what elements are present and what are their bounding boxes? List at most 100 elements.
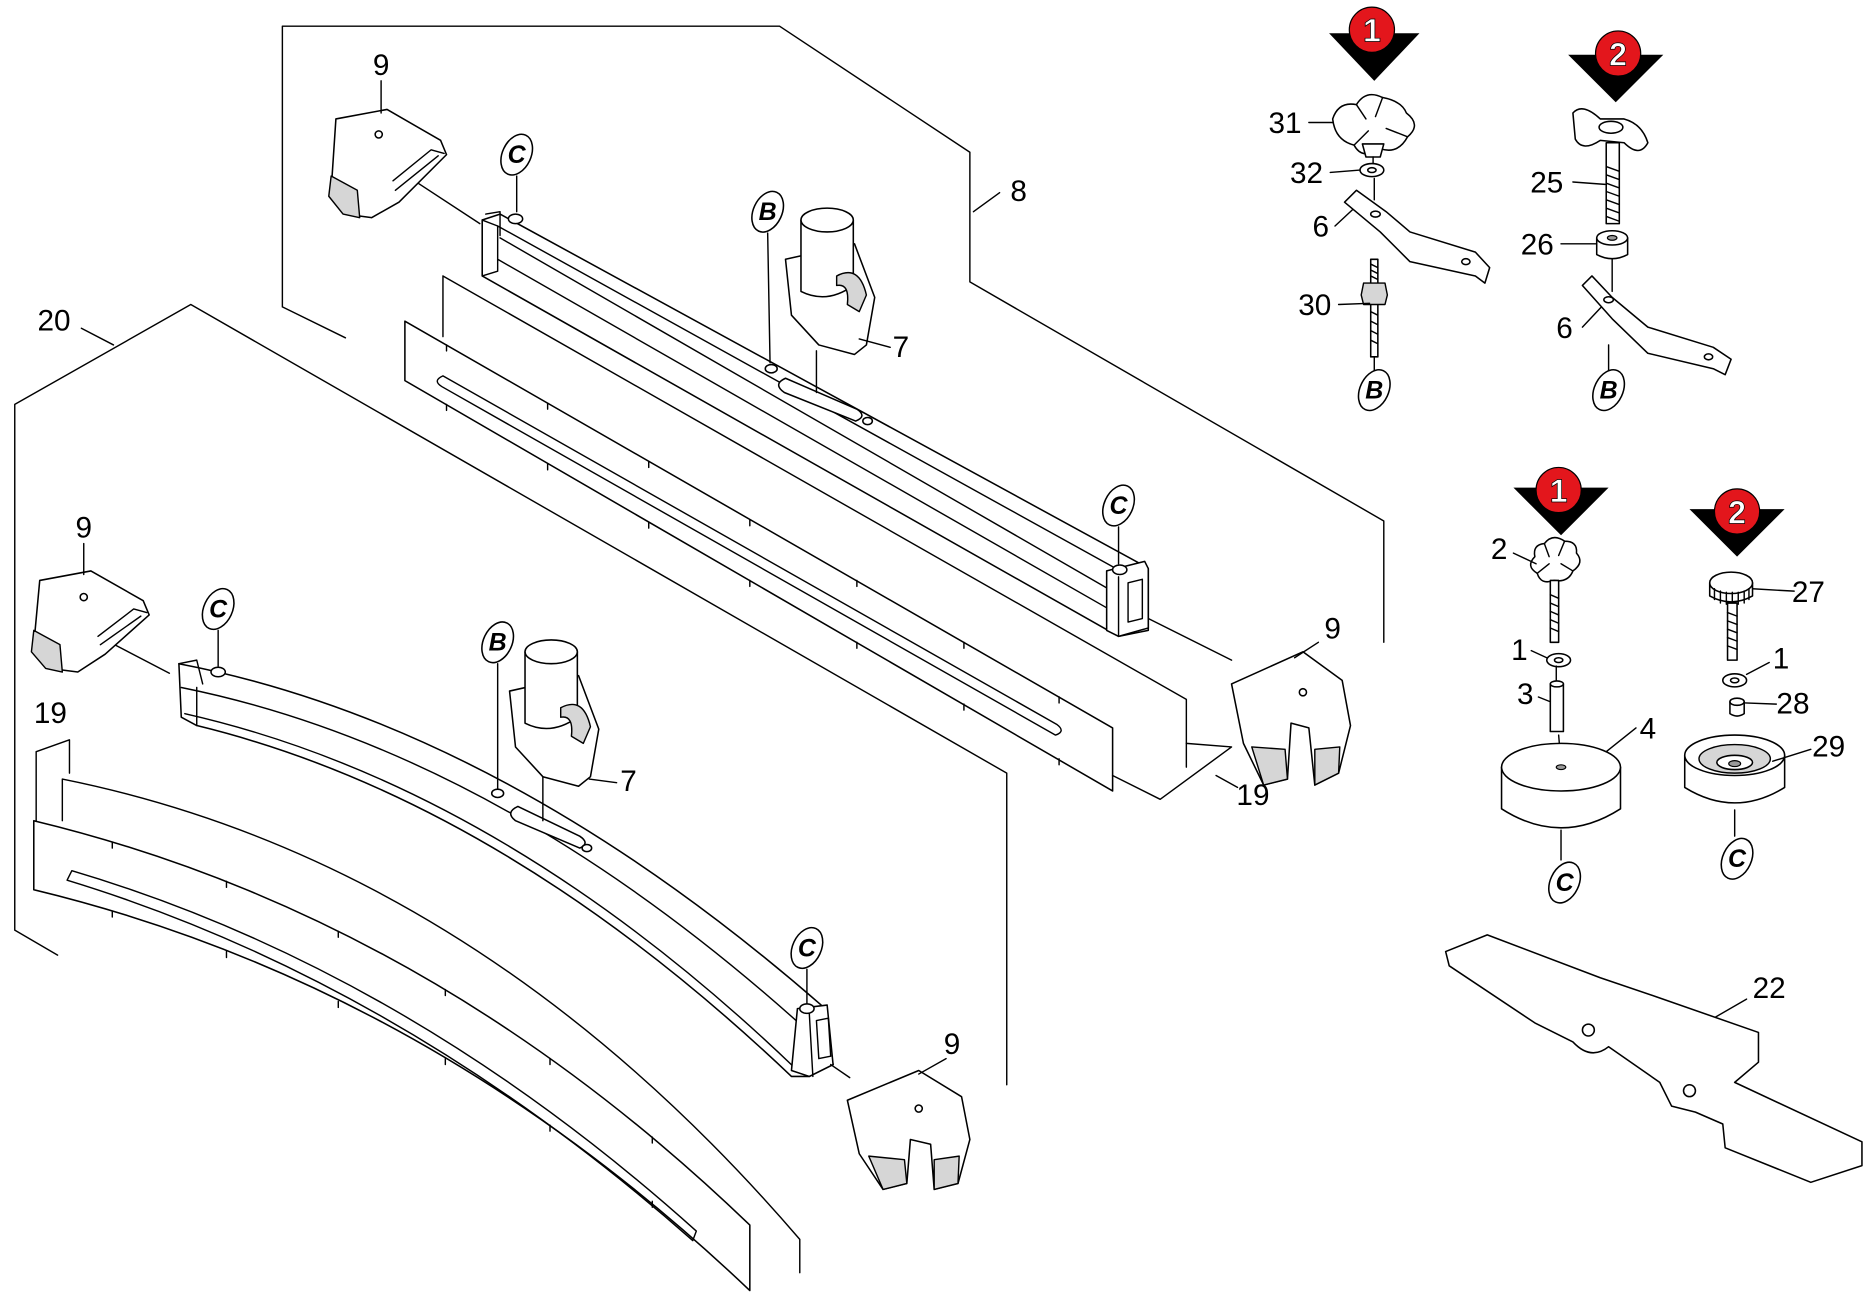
upper-strip-flat-piece xyxy=(1111,742,1239,801)
frame-8-leader xyxy=(972,191,1001,213)
upper-end-cap-left-opening xyxy=(392,149,445,192)
star-knob-stem xyxy=(1361,143,1385,158)
lower-end-cap-left-label: 9 xyxy=(75,512,92,545)
lower-end-cap-right-hole xyxy=(914,1104,924,1113)
knob-27-top xyxy=(1708,571,1754,595)
bracket-6-b-label: 6 xyxy=(1556,312,1573,345)
option-1-badge-number: 1 xyxy=(1363,13,1381,49)
knob-2-label: 2 xyxy=(1491,533,1508,566)
lower-frame-label: 20 xyxy=(37,305,70,338)
lower-callout-b-text: B xyxy=(489,629,507,657)
option-2-leaders xyxy=(1560,181,1610,372)
foot-option-2-badge xyxy=(1713,488,1761,535)
foot-option-1-badge xyxy=(1535,466,1582,514)
upper-callout-b-text: B xyxy=(759,198,777,226)
washer-1-hole xyxy=(1553,656,1564,664)
foot-29-hole xyxy=(1728,760,1742,768)
lower-clamp-hook xyxy=(559,703,592,745)
knob-2 xyxy=(1529,536,1581,583)
upper-callout-c-right: C xyxy=(1101,484,1136,527)
option-2-callout-b: B xyxy=(1592,369,1626,412)
knob-27-knurl xyxy=(1713,588,1750,605)
upper-rail-channel xyxy=(481,219,1126,614)
upper-strip-back-panel xyxy=(442,275,1188,768)
upper-assembly: C B C 9 8 7 9 19 xyxy=(281,25,1385,812)
upper-callout-c-right-text: C xyxy=(1110,492,1129,520)
foot-option-1-callout-c: C xyxy=(1548,861,1582,904)
knob-2-ridges xyxy=(1536,540,1574,575)
insert-28-label: 28 xyxy=(1776,688,1809,721)
upper-callout-b: B xyxy=(751,190,785,233)
lower-strip-marker xyxy=(35,739,71,822)
lower-callout-c-right: C xyxy=(790,926,824,970)
plate-22 xyxy=(1444,934,1863,1184)
foot-4-label: 4 xyxy=(1640,713,1657,746)
lower-strip-front-panel xyxy=(33,819,751,1292)
upper-cap-right-connector xyxy=(1147,617,1233,661)
upper-rail-start-box xyxy=(481,211,501,277)
washer-32-hole xyxy=(1366,166,1377,174)
upper-end-cap-left-label: 9 xyxy=(373,49,390,82)
option-1-leaders xyxy=(1308,121,1375,372)
lower-callout-c-left-text: C xyxy=(209,595,228,623)
stud-30-nut xyxy=(1360,282,1389,306)
bracket-6 xyxy=(1343,189,1491,284)
lower-clamp-leader xyxy=(588,778,618,784)
lower-rail-hole-slot-end xyxy=(581,843,593,853)
lower-assembly: C B C 20 9 19 7 9 xyxy=(14,303,1008,1292)
washer-1-b-label: 1 xyxy=(1773,642,1790,675)
lower-callout-b: B xyxy=(481,621,515,664)
option-1-callout-b: B xyxy=(1357,369,1391,412)
upper-clamp-label: 7 xyxy=(893,331,910,364)
frame-8-bracket xyxy=(281,25,1385,644)
pin-3-label: 3 xyxy=(1517,678,1534,711)
bracket-6-b-end-hole xyxy=(1703,353,1714,361)
lower-clamp-cylinder-top xyxy=(524,639,579,665)
option-2-callout-b-text: B xyxy=(1600,376,1618,404)
knob-2-threads xyxy=(1549,594,1560,633)
bracket-6-b xyxy=(1581,275,1732,376)
bracket-6-end-hole xyxy=(1460,257,1471,266)
foot-29-label: 29 xyxy=(1812,730,1845,763)
option-2-arrow xyxy=(1568,54,1664,103)
upper-strip-label: 19 xyxy=(1236,779,1269,812)
foot-option-2-callout-c-text: C xyxy=(1728,845,1747,873)
foot-option-2-callout-c: C xyxy=(1720,837,1754,880)
wing-bolt-25-label: 25 xyxy=(1530,167,1563,200)
insert-28-top xyxy=(1729,697,1745,707)
plate-22-leader xyxy=(1714,998,1748,1018)
washer-32-label: 32 xyxy=(1290,157,1323,190)
foot-option-2-leaders xyxy=(1733,588,1812,837)
lower-end-cap-left-hole xyxy=(79,592,89,602)
bracket-6-hole xyxy=(1369,210,1382,218)
foot-option-1-badge-number: 1 xyxy=(1550,473,1568,509)
upper-end-cap-right-label: 9 xyxy=(1324,613,1341,646)
washer-1-b-hole xyxy=(1729,677,1740,684)
knob-31-label: 31 xyxy=(1269,107,1302,140)
plate-22-label: 22 xyxy=(1753,972,1786,1005)
wing-bolt-25-head xyxy=(1598,120,1624,134)
option-1-badge xyxy=(1348,6,1396,53)
lower-rail-channel xyxy=(178,659,811,1069)
foot-option-1: 1 C 2 1 3 4 xyxy=(1491,466,1657,904)
lower-rail-end-detail xyxy=(808,1012,832,1078)
lower-callout-leaders xyxy=(217,629,808,1005)
washer-1-label: 1 xyxy=(1511,634,1528,667)
foot-option-1-leaders xyxy=(1512,552,1637,861)
stud-30-threads xyxy=(1369,263,1379,345)
lower-clamp-label: 7 xyxy=(620,765,637,798)
upper-cap-right-leader xyxy=(1293,641,1320,659)
frame-20-bracket xyxy=(14,303,1008,1086)
spacer-26-hole xyxy=(1606,234,1618,241)
foot-option-1-callout-c-text: C xyxy=(1556,869,1575,897)
upper-strip-front-panel xyxy=(404,320,1114,792)
frame-20-leader xyxy=(80,327,115,346)
foot-4-hole xyxy=(1555,764,1567,771)
foot-option-2-badge-number: 2 xyxy=(1728,494,1746,530)
knob-27-threads xyxy=(1726,611,1738,651)
upper-end-cap-left-foot xyxy=(328,175,361,219)
lower-cap-left-connector xyxy=(109,641,171,674)
upper-clamp-cylinder-top xyxy=(800,207,855,233)
upper-rail-hole-left xyxy=(507,213,524,225)
option-2-badge-number: 2 xyxy=(1609,36,1627,72)
